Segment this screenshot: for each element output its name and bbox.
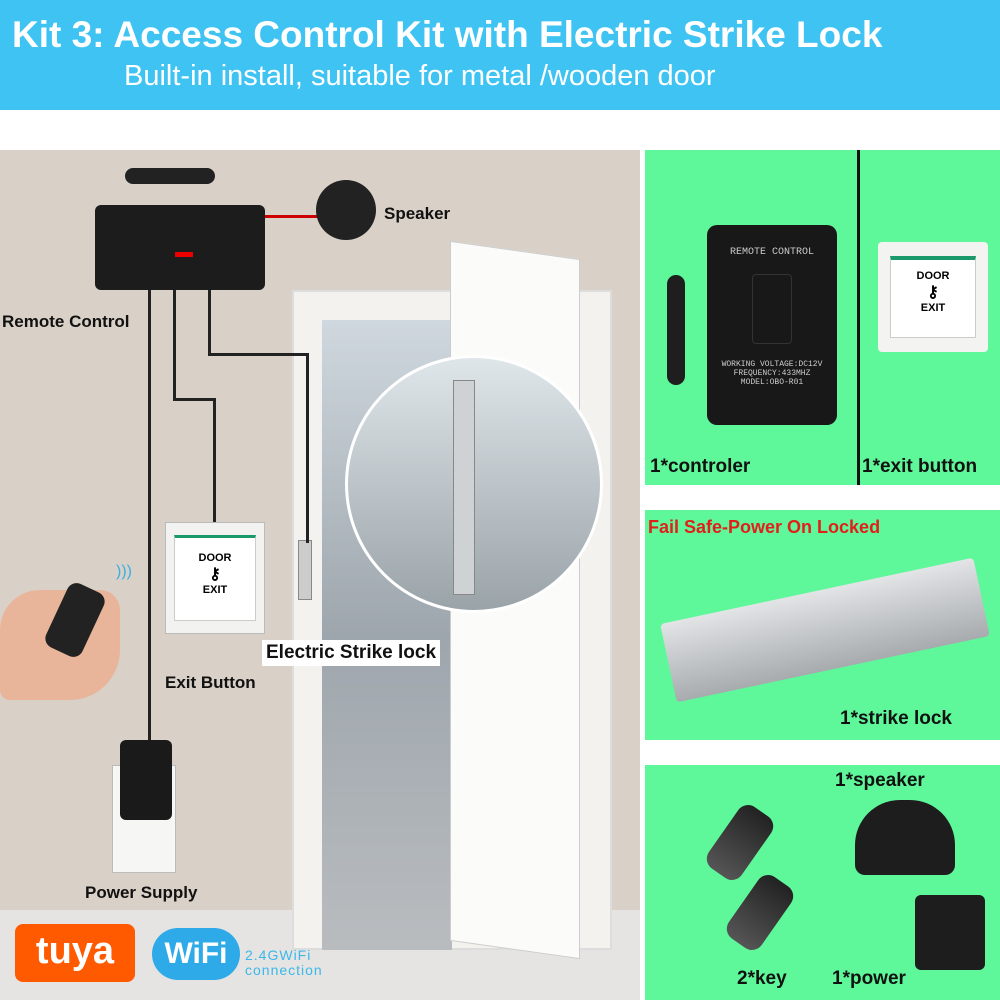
exit-button-exit-text: EXIT [202,584,228,596]
wire [148,290,151,740]
header-banner: Kit 3: Access Control Kit with Electric … [0,0,1000,110]
wifi-logo: WiFi [152,928,240,980]
strike-lock-label: 1*strike lock [840,708,952,729]
wire [208,353,308,356]
exit-button-door-text: DOOR [198,552,232,564]
speaker-label: Speaker [384,204,451,223]
speaker-photo [855,800,955,875]
controller-text: REMOTE CONTROL [729,247,814,258]
power-adapter-photo [915,895,985,970]
exit-button-photo: DOOR ⚷ EXIT [878,242,988,352]
wire [173,290,176,400]
strike-plate-closeup [453,380,475,595]
panel-controller: REMOTE CONTROL WORKING VOLTAGE:DC12V FRE… [645,150,857,485]
exit-button-exit-text: EXIT [920,302,946,314]
fail-safe-warning: Fail Safe-Power On Locked [648,517,881,537]
page-title: Kit 3: Access Control Kit with Electric … [12,14,883,55]
wifi-logo-text: WiFi [164,937,228,970]
wire [208,290,211,355]
wire [213,398,216,523]
power-adapter [120,740,172,820]
controller-antenna [667,275,685,385]
exit-button-device: DOOR ⚷ EXIT [165,522,265,634]
panel-exit-button: DOOR ⚷ EXIT 1*exit button [860,150,1000,485]
controller-text: MODEL:OBO-R01 [740,378,804,387]
electric-strike-lock-label: Electric Strike lock [262,640,441,666]
wire [173,398,215,401]
panel-accessories: 2*key 1*speaker 1*power [645,765,1000,1000]
controller-text: WORKING VOLTAGE:DC12V [721,360,823,369]
speaker-wire [265,215,320,218]
key-fob-photo [702,800,778,885]
wifi-note-line1: 2.4GWiFi [245,947,312,963]
key-label: 2*key [737,968,787,989]
exit-button-label: Exit Button [165,673,256,692]
controller-led [175,252,193,257]
exit-button-panel-label: 1*exit button [862,456,978,477]
wifi-note-line2: connection [245,962,323,978]
page-subtitle: Built-in install, suitable for metal /wo… [124,60,716,92]
wifi-signal-icon: ))) [116,563,132,580]
controller-photo: REMOTE CONTROL WORKING VOLTAGE:DC12V FRE… [707,225,837,425]
wire [306,353,309,543]
wifi-note: 2.4GWiFi connection [245,948,323,978]
remote-control-label: Remote Control [2,312,130,331]
controller-text: FREQUENCY:433MHZ [733,369,811,378]
tuya-logo-text: tuya [35,930,115,972]
panel-strike-lock: Fail Safe-Power On Locked 1*strike lock [645,510,1000,740]
power-label: 1*power [832,968,906,989]
strike-lock-small [298,540,312,600]
key-icon: ⚷ [927,284,939,301]
key-icon: ⚷ [209,566,221,583]
tuya-logo: tuya [15,924,135,982]
panel-divider [857,150,860,485]
speaker-panel-label: 1*speaker [835,770,925,791]
speaker-device [316,180,376,240]
strike-lock-photo [660,557,990,703]
key-fob-photo [722,870,798,955]
controller-label: 1*controler [650,456,751,477]
exit-button-door-text: DOOR [916,270,950,282]
power-supply-label: Power Supply [85,883,198,902]
antenna [125,168,215,184]
controller-device [95,205,265,290]
